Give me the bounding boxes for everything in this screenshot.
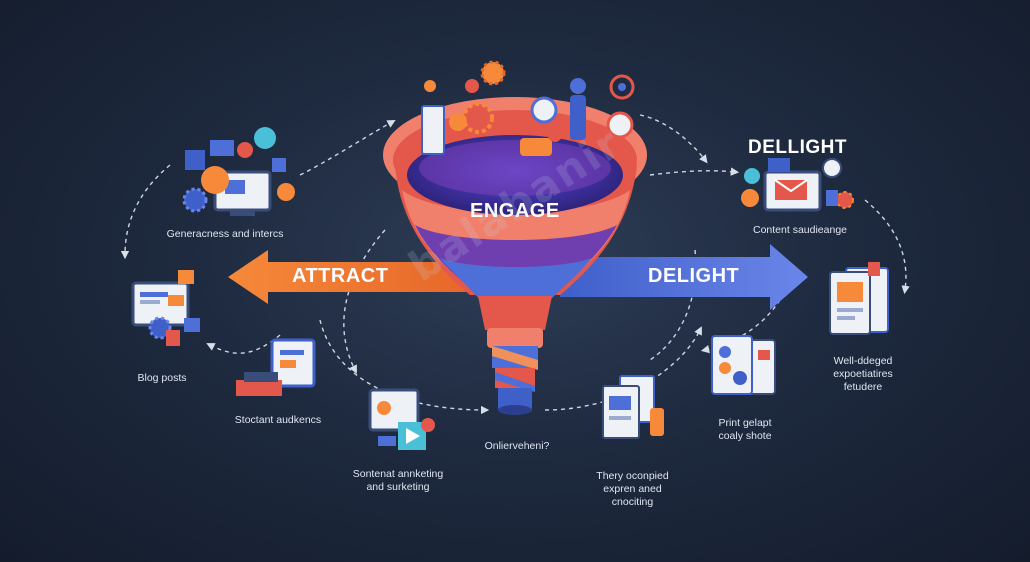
- document-icon: [421, 105, 445, 155]
- envelope-icon: [609, 396, 631, 410]
- delight-label: DELIGHT: [648, 265, 740, 287]
- chat-bubble-icon: [254, 127, 276, 149]
- bottom-center-right-icon-cluster: [602, 375, 664, 439]
- attract-label: ATTRACT: [292, 265, 389, 287]
- connector-right-lower: [700, 299, 781, 354]
- label-bottom-center-right: Thery oconpied expren aned cnociting: [596, 470, 669, 508]
- delight-arrow: [560, 244, 808, 310]
- funnel-top-icons: [421, 60, 635, 156]
- label-top-left: Generacness and intercs: [166, 228, 284, 240]
- top-right-heading: DELLIGHT: [748, 137, 847, 158]
- top-left-icon-cluster: [182, 127, 295, 216]
- left-lower-icon-cluster: [236, 338, 316, 396]
- document-icon: [602, 385, 640, 439]
- gear-icon: [836, 191, 854, 209]
- label-right: Well-ddeged expoetiatires fetudere: [833, 355, 893, 393]
- label-top-right: Content saudieange: [753, 224, 847, 236]
- person-icon: [606, 111, 634, 139]
- lock-icon: [449, 113, 467, 131]
- connector-top-right: [639, 114, 708, 164]
- left-icon-cluster: [131, 270, 200, 346]
- gear-icon: [182, 187, 208, 213]
- connector-left-mid: [206, 334, 281, 354]
- lock-icon: [201, 166, 229, 194]
- right-lower-icon-cluster: [711, 335, 776, 395]
- chart-icon: [185, 150, 205, 170]
- label-left-lower: Stoctant audkencs: [234, 414, 322, 426]
- funnel-center-label: ENGAGE: [470, 200, 560, 222]
- gear-icon: [148, 316, 172, 340]
- connector-funnel-left: [343, 229, 386, 374]
- connector-right-funnel: [649, 167, 740, 176]
- connector-top-left: [299, 119, 396, 176]
- connector-bottom-left: [319, 319, 490, 415]
- top-right-icon-cluster: [741, 158, 854, 212]
- bottom-left-icon-cluster: [368, 388, 435, 450]
- right-icon-cluster: [829, 262, 889, 335]
- connector-left-arc: [120, 164, 171, 260]
- gear-icon: [462, 102, 494, 134]
- attract-arrow: [228, 250, 470, 304]
- label-right-lower: Print gelapt coaly shote: [718, 417, 772, 442]
- document-icon: [711, 335, 753, 395]
- connector-bottom-right: [544, 326, 702, 411]
- person-icon: [570, 78, 586, 94]
- chart-icon: [377, 401, 391, 415]
- monitor-icon: [368, 388, 420, 432]
- label-bottom-left: Sontenat annketing and surketing: [352, 468, 444, 493]
- chat-bubble-icon: [822, 158, 842, 178]
- label-left: Blog posts: [137, 372, 187, 384]
- envelope-icon: [168, 295, 184, 306]
- image-icon: [829, 271, 871, 335]
- target-icon: [609, 74, 635, 100]
- chat-bubble-icon: [530, 96, 558, 124]
- label-bottom-center: Onlierveheni?: [484, 440, 550, 452]
